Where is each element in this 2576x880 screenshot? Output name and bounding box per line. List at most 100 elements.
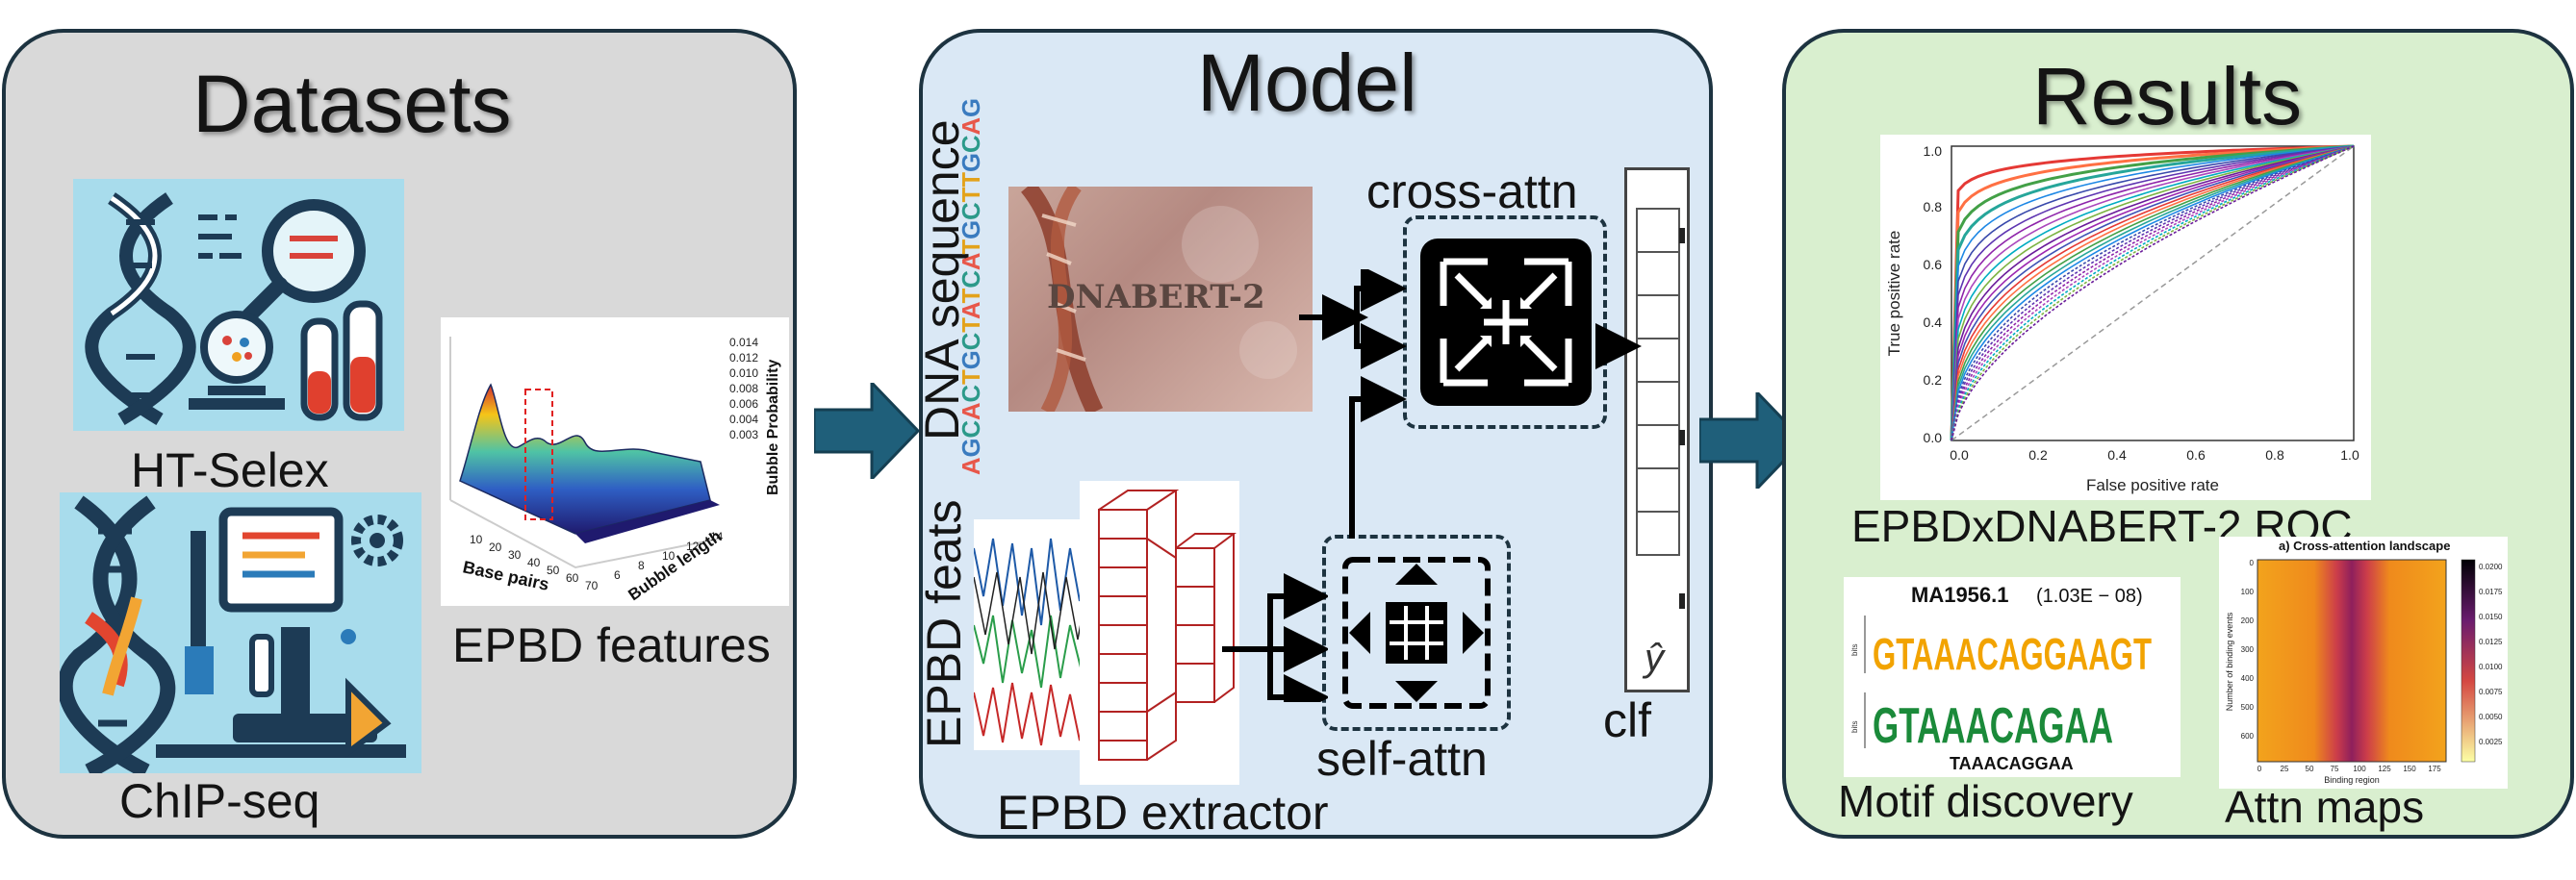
cbar-tick: 0.0100: [2479, 663, 2503, 671]
roc-x-tick: 0.0: [1950, 447, 1969, 463]
attn-y-tick: 600: [2241, 732, 2255, 741]
z-tick: 0.008: [729, 382, 758, 395]
attn-y-axis-label: Number of binding events: [2225, 612, 2234, 711]
x-tick: 40: [527, 556, 541, 569]
y-tick: 12: [686, 540, 700, 553]
dna-sequence: AGCACTGCTATCATGCTTGCAG: [956, 98, 985, 475]
x-tick: 30: [508, 548, 522, 562]
z-tick: 0.004: [729, 413, 758, 426]
classifier-column: ŷ: [1624, 167, 1690, 692]
attn-x-tick: 50: [2306, 765, 2314, 773]
y-tick: 10: [662, 549, 676, 563]
cbar-tick: 0.0125: [2479, 638, 2503, 646]
flow-arrow-datasets-model: [814, 383, 920, 479]
flow-arrow-model-results: [1699, 392, 1805, 489]
cbar-tick: 0.0175: [2479, 588, 2503, 596]
epbd-signal-plot: [974, 519, 1087, 750]
ht-selex-label: HT-Selex: [131, 443, 329, 497]
attn-x-tick: 175: [2428, 765, 2441, 773]
roc-curve: [1951, 145, 2355, 441]
ht-selex-icon: [73, 179, 404, 431]
z-tick: 0.006: [729, 397, 758, 411]
y-hat: ŷ: [1642, 637, 1667, 679]
chip-seq-icon: [57, 492, 421, 779]
x-tick: 50: [547, 564, 560, 577]
z-tick: 0.010: [729, 366, 758, 380]
model-connectors: [1299, 269, 1642, 539]
self-attention-icon: [1342, 557, 1491, 709]
roc-curve: [1951, 145, 2355, 441]
attn-x-tick: 75: [2331, 765, 2339, 773]
attn-title: a) Cross-attention landscape: [2279, 539, 2450, 553]
cbar-tick: 0.0150: [2479, 613, 2503, 621]
motif-ylabel: bits: [1850, 721, 1859, 733]
roc-curve: [1951, 145, 2355, 441]
self-attention-box: [1322, 535, 1511, 731]
epbd-3d-plot: 0.014 0.012 0.010 0.008 0.006 0.004 0.00…: [441, 317, 789, 606]
x-tick: 10: [470, 533, 483, 546]
roc-curve: [1951, 145, 2355, 441]
roc-x-tick: 0.8: [2265, 447, 2284, 463]
motif-ylabel: bits: [1850, 644, 1859, 656]
extractor-to-selfattn-arrows: [1222, 573, 1328, 702]
attn-x-tick: 25: [2281, 765, 2289, 773]
attn-x-tick: 150: [2403, 765, 2416, 773]
roc-curve: [1951, 145, 2355, 441]
motif-caption: Motif discovery: [1838, 776, 2133, 826]
motif-logo-figure: MA1956.1 (1.03E − 08) bits GTAAACAGGAAGT…: [1844, 577, 2181, 777]
roc-x-tick: 0.2: [2028, 447, 2048, 463]
roc-curve: [1951, 145, 2355, 441]
roc-y-tick: 1.0: [1924, 143, 1943, 159]
y-tick: 14: [710, 530, 724, 543]
roc-y-tick: 0.6: [1924, 257, 1943, 272]
roc-curve: [1951, 145, 2355, 441]
clf-label: clf: [1603, 693, 1651, 747]
epbd-extractor-label: EPBD extractor: [997, 786, 1329, 840]
roc-curve: [1951, 145, 2355, 441]
x-tick: 60: [566, 571, 579, 585]
dna-helix-image: DNABERT-2: [1008, 187, 1313, 412]
attn-y-tick: 500: [2241, 703, 2255, 712]
attention-heatmap: a) Cross-attention landscape 0.0200 0.01…: [2219, 537, 2508, 789]
attn-y-tick: 100: [2241, 588, 2255, 596]
roc-curve: [1951, 145, 2355, 441]
roc-curve: [1951, 145, 2355, 441]
motif-consensus: TAAACAGGAA: [1950, 754, 2074, 773]
cbar-tick: 0.0025: [2479, 738, 2503, 746]
roc-x-tick: 1.0: [2340, 447, 2359, 463]
roc-x-tick: 0.6: [2186, 447, 2206, 463]
attn-x-tick: 0: [2257, 765, 2262, 773]
cbar-tick: 0.0050: [2479, 713, 2503, 721]
cross-attn-label: cross-attn: [1366, 164, 1578, 218]
z-axis-label: Bubble Probability: [765, 360, 781, 495]
attn-y-tick: 300: [2241, 645, 2255, 654]
attn-x-tick: 125: [2378, 765, 2391, 773]
roc-x-axis-label: False positive rate: [2086, 476, 2219, 494]
y-tick: 8: [638, 559, 645, 572]
roc-x-tick: 0.4: [2107, 447, 2127, 463]
roc-curve: [1951, 145, 2355, 441]
roc-curve: [1951, 145, 2355, 441]
x-tick: 20: [489, 541, 502, 554]
results-title: Results: [2032, 51, 2303, 141]
attn-y-tick: 400: [2241, 674, 2255, 683]
self-attn-label: self-attn: [1316, 732, 1488, 786]
z-tick: 0.012: [729, 351, 758, 365]
x-tick: 70: [585, 579, 599, 592]
epbd-feats-label: EPBD feats: [917, 499, 971, 748]
roc-y-tick: 0.4: [1924, 314, 1943, 330]
cross-attention-box: [1403, 215, 1607, 429]
epbd-extractor-blocks: [1080, 481, 1239, 785]
attn-caption: Attn maps: [2225, 782, 2425, 832]
z-tick: 0.003: [729, 428, 758, 441]
model-title: Model: [1197, 38, 1417, 128]
cross-attention-icon: [1420, 239, 1592, 406]
roc-curve: [1951, 145, 2355, 441]
roc-chart: 0.0 0.2 0.4 0.6 0.8 1.0 0.0 0.2 0.4 0.6 …: [1880, 135, 2371, 500]
roc-curve: [1951, 145, 2355, 441]
roc-curve: [1950, 144, 2355, 441]
roc-curve: [1951, 145, 2355, 441]
motif-title-id: MA1956.1: [1911, 583, 2009, 607]
cbar-tick: 0.0075: [2479, 688, 2503, 696]
roc-curve: [1951, 145, 2355, 441]
